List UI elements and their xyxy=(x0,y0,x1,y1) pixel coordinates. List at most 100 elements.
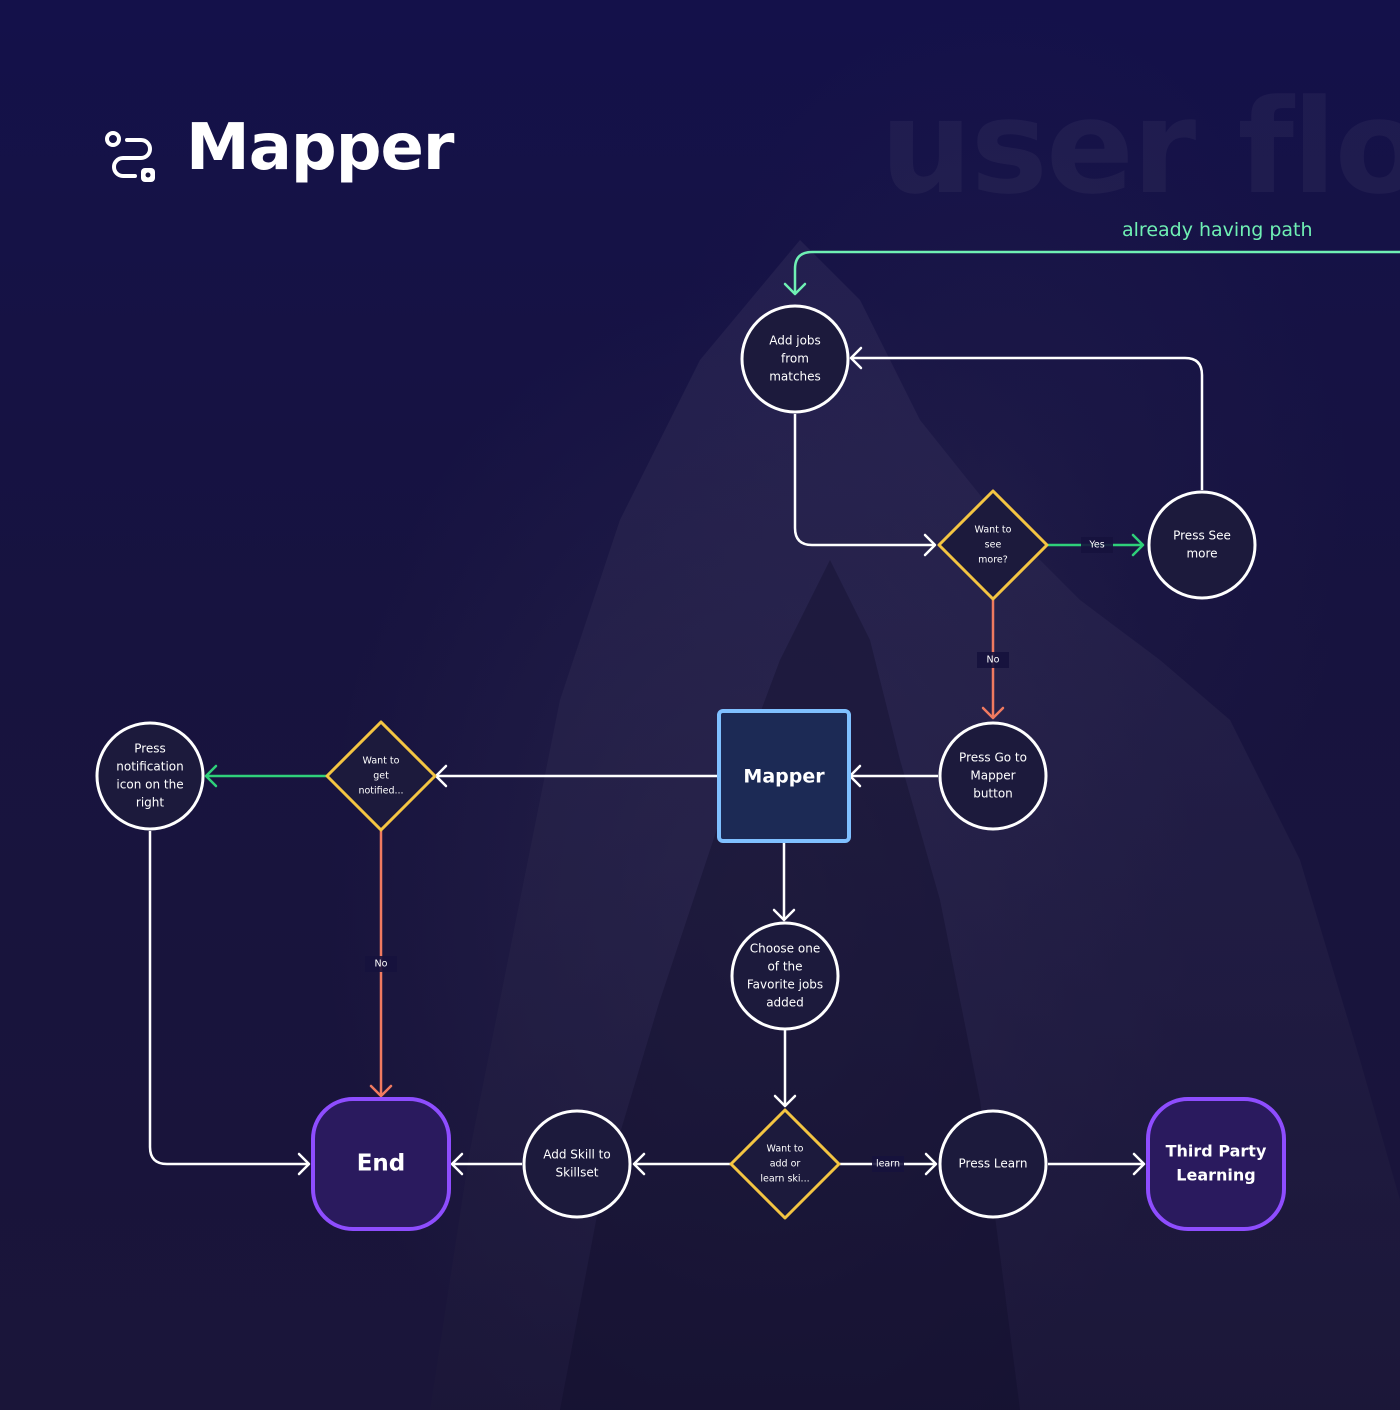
node-add-jobs-shape xyxy=(740,304,850,414)
node-press-learn-label: Press Learn xyxy=(959,1157,1028,1171)
edge-learn-arrowhead xyxy=(924,1152,938,1176)
node-add-skill-label-line: Add Skill to xyxy=(543,1148,610,1162)
node-mapper-hub[interactable]: Mapper xyxy=(717,709,851,843)
node-press-see-more[interactable]: Press See more xyxy=(1147,490,1257,600)
edge-see-more-loop xyxy=(849,346,1204,490)
node-press-see-more-shape xyxy=(1147,490,1257,600)
node-press-see-more-label-line: more xyxy=(1186,547,1217,561)
edge-notification-to-end-arrowhead xyxy=(297,1152,311,1176)
node-want-see-more-label-line: Want to xyxy=(975,525,1012,536)
node-choose-favorite-label-line: of the xyxy=(767,960,802,974)
edge-entry-line xyxy=(793,250,1400,294)
node-press-learn[interactable]: Press Learn xyxy=(938,1109,1048,1219)
node-want-add-learn-label: Want to add or learn ski... xyxy=(760,1144,809,1185)
edge-label-no-notified: No xyxy=(365,956,397,972)
node-end[interactable]: End xyxy=(311,1097,451,1231)
node-add-skill[interactable]: Add Skill to Skillset xyxy=(522,1109,632,1219)
app-title: Mapper xyxy=(186,111,454,185)
edge-notification-to-end xyxy=(148,831,311,1176)
node-third-party-label-line: Learning xyxy=(1176,1166,1255,1185)
node-choose-favorite-shape xyxy=(730,921,840,1031)
edge-choose-to-decision xyxy=(773,1030,797,1108)
node-choose-favorite-label-line: Favorite jobs xyxy=(747,978,823,992)
entry-edge-label: already having path xyxy=(1122,219,1313,241)
edge-see-more-loop-arrowhead xyxy=(849,346,863,370)
node-press-notification-label-line: icon on the xyxy=(116,778,183,792)
watermark-title: user flow xyxy=(880,82,1400,212)
edge-label-no-see-more: No xyxy=(977,652,1009,668)
edge-add-jobs-to-decision-line xyxy=(793,414,935,547)
node-third-party-shape xyxy=(1146,1097,1286,1231)
edge-hub-to-choose xyxy=(772,842,796,922)
edge-label-learn-text: learn xyxy=(876,1159,900,1170)
node-add-jobs-label-line: from xyxy=(781,352,809,366)
edge-press-learn-to-third-party xyxy=(1048,1152,1146,1176)
node-press-see-more-label-line: Press See xyxy=(1173,529,1231,543)
node-choose-favorite-label-line: Choose one xyxy=(750,942,820,956)
node-want-see-more-label: Want to see more? xyxy=(975,525,1012,566)
node-want-add-learn-label-line: learn ski... xyxy=(760,1174,809,1185)
edge-add-skill-to-end xyxy=(450,1152,522,1176)
node-add-jobs[interactable]: Add jobs from matches xyxy=(740,304,850,414)
node-want-add-learn-shape xyxy=(729,1108,841,1220)
node-press-learn-shape xyxy=(938,1109,1048,1219)
node-add-jobs-label: Add jobs from matches xyxy=(769,334,821,384)
node-choose-favorite-label-line: added xyxy=(766,996,804,1010)
edge-label-learn-backdrop xyxy=(872,1156,904,1172)
node-press-go-to-mapper-label: Press Go to Mapper button xyxy=(959,751,1027,801)
edge-yes-see-more-arrowhead xyxy=(1131,533,1145,557)
node-want-add-learn-label-line: add or xyxy=(770,1159,801,1170)
node-want-see-more[interactable]: Want to see more? xyxy=(937,489,1049,601)
node-press-go-to-mapper[interactable]: Press Go to Mapper button xyxy=(938,721,1048,831)
node-end-label-line: End xyxy=(357,1151,406,1177)
edge-go-to-mapper-to-hub xyxy=(848,764,938,788)
node-want-see-more-label-line: see xyxy=(985,540,1002,551)
node-add-jobs-label-line: Add jobs xyxy=(769,334,821,348)
node-press-notification-shape xyxy=(95,721,205,831)
node-press-notification-label-line: right xyxy=(136,796,164,810)
edge-yes-notification xyxy=(204,764,326,788)
node-want-add-learn[interactable]: Want to add or learn ski... xyxy=(729,1108,841,1220)
edge-notification-to-end-line xyxy=(148,831,309,1166)
node-press-notification-label-line: notification xyxy=(116,760,183,774)
edge-label-no-see-more-text: No xyxy=(987,655,1000,666)
node-third-party-label-line: Third Party xyxy=(1166,1142,1267,1161)
node-press-learn-label-line: Press Learn xyxy=(959,1157,1028,1171)
node-press-go-to-mapper-label-line: button xyxy=(973,787,1013,801)
node-want-see-more-shape xyxy=(937,489,1049,601)
edge-hub-to-notify-decision xyxy=(434,764,718,788)
node-add-jobs-label-line: matches xyxy=(769,370,821,384)
node-press-go-to-mapper-label-line: Mapper xyxy=(970,769,1015,783)
node-want-notified-label-line: Want to xyxy=(363,756,400,767)
edge-label-yes-text: Yes xyxy=(1088,540,1104,551)
edge-label-learn: learn xyxy=(872,1156,904,1172)
node-want-see-more-label-line: more? xyxy=(978,555,1008,566)
edge-add-skill-to-end-arrowhead xyxy=(450,1152,464,1176)
node-end-shape xyxy=(311,1097,451,1231)
node-want-add-learn-label-line: Want to xyxy=(767,1144,804,1155)
edge-entry-arrowhead xyxy=(783,282,807,296)
node-press-go-to-mapper-shape xyxy=(938,721,1048,831)
node-add-skill-shape xyxy=(522,1109,632,1219)
edge-no-notified-to-end-arrowhead xyxy=(369,1084,393,1098)
node-mapper-hub-shape xyxy=(717,709,851,843)
route-icon xyxy=(105,131,155,182)
edge-entry xyxy=(783,250,1400,296)
node-add-skill-label-line: Skillset xyxy=(556,1166,599,1180)
edge-choose-to-decision-arrowhead xyxy=(773,1094,797,1108)
node-want-notified-label-line: notified... xyxy=(358,786,403,797)
node-press-see-more-label: Press See more xyxy=(1173,529,1231,561)
node-press-go-to-mapper-label-line: Press Go to xyxy=(959,751,1027,765)
edge-decision-to-add-skill xyxy=(632,1152,731,1176)
edge-yes-notification-arrowhead xyxy=(204,764,218,788)
